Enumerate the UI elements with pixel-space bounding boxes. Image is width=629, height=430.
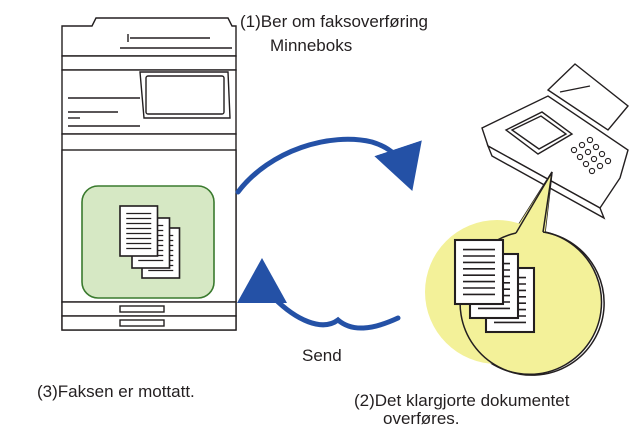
step-1-label: (1)Ber om faksoverføring [240, 11, 428, 33]
step-1-label-line2: Minneboks [270, 36, 353, 55]
curved-arrow-icon [237, 258, 401, 331]
step-3-number: (3) [37, 382, 58, 401]
fax-machine-icon [481, 63, 629, 220]
step-3-label: (3)Faksen er mottatt. [37, 381, 195, 403]
send-label: Send [302, 346, 342, 365]
step-2-number: (2) [354, 391, 375, 410]
step-1-line1: Ber om faksoverføring [260, 12, 429, 31]
step-1-number: (1) [240, 12, 261, 31]
step-3-text: Faksen er mottatt. [57, 382, 195, 401]
step-2-label-line2: overføres. [383, 409, 460, 428]
curved-arrow-icon [235, 136, 422, 195]
step-2-line1: Det klargjorte dokumentet [374, 391, 570, 410]
step-2-label: (2)Det klargjorte dokumentet [354, 390, 569, 412]
